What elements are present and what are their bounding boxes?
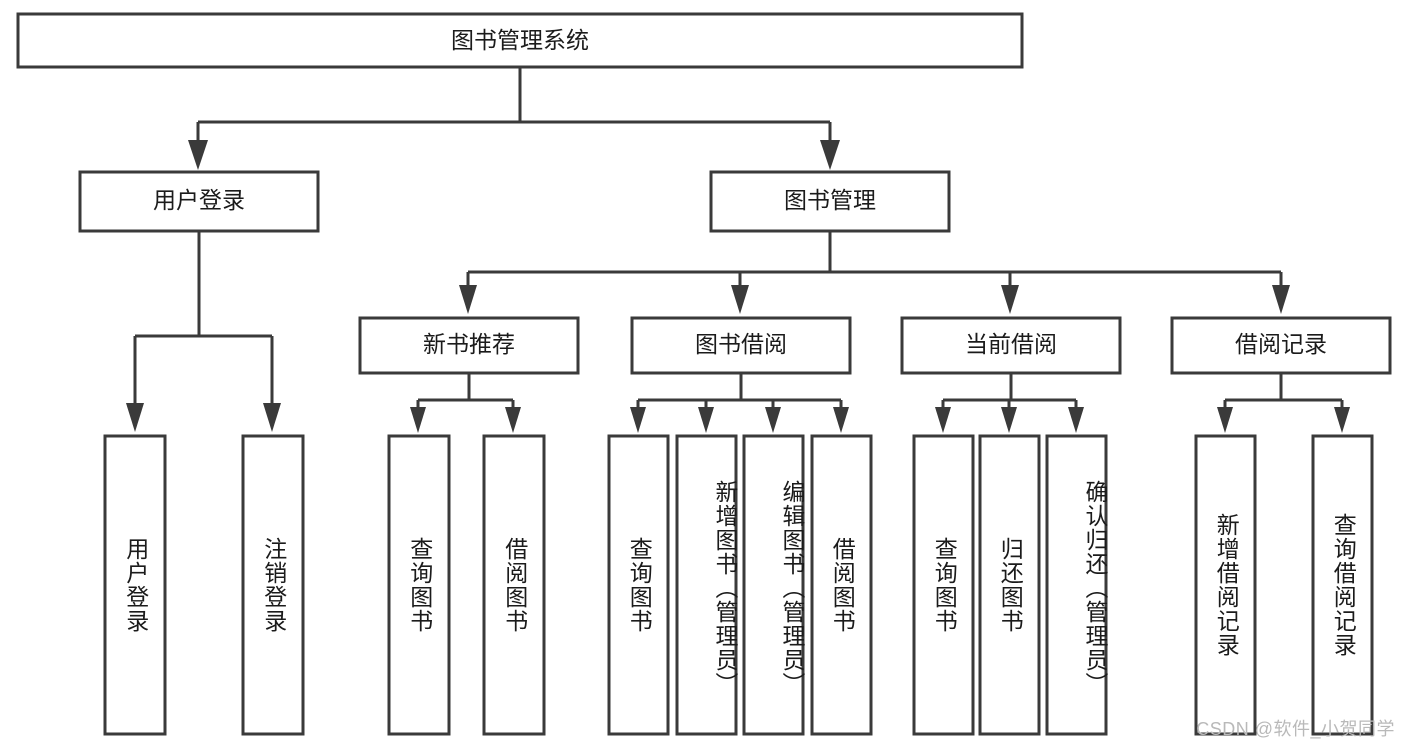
arrow-head-current-borrow [1001,285,1019,314]
leaf-label-bb-query-book: 查询图书 [626,537,653,633]
node-current-borrow-label: 当前借阅 [965,331,1057,357]
leaf-label-cb-return-book: 归还图书 [997,537,1024,633]
node-book-management[interactable]: 图书管理 [709,170,951,233]
leaf-box-cb-return-book[interactable] [978,434,1041,736]
node-borrow-record[interactable]: 借阅记录 [1170,316,1392,375]
arrow-head-borrow-record [1272,285,1290,314]
leaf-label-bb-edit-book: 编辑图书（管理员） [779,480,805,696]
arrow-head-new-book-recommend [459,285,477,314]
leaf-label-cb-query-book: 查询图书 [931,537,958,633]
connector-new-book-recommend-to-leaves [410,373,521,433]
leaf-label-bb-borrow-book: 借阅图书 [829,537,856,633]
arrow-head-bb-leaf-3 [765,407,781,433]
arrow-head-book-borrow [731,285,749,314]
leaf-boxes-borrow-record [1194,434,1374,736]
arrow-head-cb-leaf-1 [935,407,951,433]
leaf-box-nbr-borrow-book[interactable] [482,434,546,736]
node-book-management-label: 图书管理 [784,187,876,213]
arrow-head-br-leaf-1 [1217,407,1233,433]
arrow-head-br-leaf-2 [1334,407,1350,433]
node-current-borrow-box[interactable] [900,316,1122,375]
leaf-label-br-query-record: 查询借阅记录 [1330,513,1357,657]
leaf-box-user-login[interactable] [103,434,167,736]
node-user-login-label: 用户登录 [153,187,245,213]
arrow-head-cb-leaf-2 [1001,407,1017,433]
leaf-box-cb-query-book[interactable] [912,434,975,736]
arrow-head-leaf-logout [263,403,281,432]
leaf-label-bb-add-book: 新增图书（管理员） [712,480,738,696]
leaf-boxes-book-borrow [607,434,873,736]
leaf-label-nbr-query-book: 查询图书 [406,537,433,633]
node-book-borrow[interactable]: 图书借阅 [630,316,852,375]
leaf-label-logout: 注销登录 [260,537,287,633]
node-borrow-record-label: 借阅记录 [1235,331,1327,357]
leaf-box-br-query-record[interactable] [1311,434,1374,736]
leaf-label-br-add-record: 新增借阅记录 [1213,513,1240,657]
leaf-box-bb-add-book[interactable] [675,434,738,736]
leaf-boxes-user-login [103,434,305,736]
arrow-head-bb-leaf-1 [630,407,646,433]
node-root-label: 图书管理系统 [451,27,589,53]
node-new-book-recommend[interactable]: 新书推荐 [358,316,580,375]
connector-book-borrow-to-leaves [630,373,849,433]
node-root[interactable]: 图书管理系统 [16,12,1024,69]
leaf-label-user-login: 用户登录 [122,537,149,633]
node-book-borrow-label: 图书借阅 [695,331,787,357]
leaf-box-logout[interactable] [241,434,305,736]
arrow-head-nbr-leaf-2 [505,407,521,433]
csdn-watermark: CSDN @软件_小贺同学 [1196,719,1395,739]
arrow-head-book-manage [820,140,840,170]
leaf-label-nbr-borrow-book: 借阅图书 [501,537,528,633]
node-user-login[interactable]: 用户登录 [78,170,320,233]
node-new-book-recommend-box[interactable] [358,316,580,375]
leaf-box-nbr-query-book[interactable] [387,434,451,736]
leaf-box-bb-edit-book[interactable] [742,434,805,736]
leaf-box-br-add-record[interactable] [1194,434,1257,736]
node-root-box[interactable] [16,12,1024,69]
node-current-borrow[interactable]: 当前借阅 [900,316,1122,375]
arrow-head-nbr-leaf-1 [410,407,426,433]
leaf-box-bb-borrow-book[interactable] [810,434,873,736]
connector-book-management-to-level3 [459,231,1290,314]
arrow-head-leaf-user-login [126,403,144,432]
arrow-head-user-login [188,140,208,170]
leaf-label-cb-confirm-return: 确认归还（管理员） [1082,480,1108,696]
leaf-box-cb-confirm-return[interactable] [1045,434,1108,736]
connector-root-to-level2 [188,67,840,170]
arrow-head-bb-leaf-2 [698,407,714,433]
arrow-head-cb-leaf-3 [1068,407,1084,433]
leaf-boxes-new-book-recommend [387,434,546,736]
connector-user-login-to-leaves [126,231,281,432]
connector-borrow-record-to-leaves [1217,373,1350,433]
arrow-head-bb-leaf-4 [833,407,849,433]
leaf-boxes-current-borrow [912,434,1108,736]
node-new-book-recommend-label: 新书推荐 [423,331,515,357]
connector-current-borrow-to-leaves [935,373,1084,433]
leaf-box-bb-query-book[interactable] [607,434,670,736]
